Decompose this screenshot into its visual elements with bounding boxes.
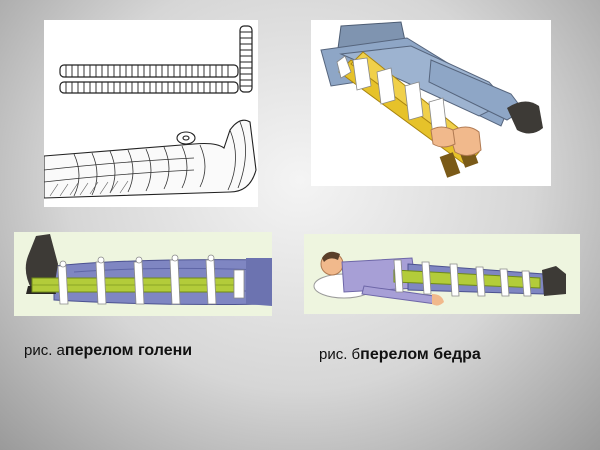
- figure-thigh-fracture-splint: [304, 234, 580, 314]
- caption-a-title: перелом голени: [64, 342, 193, 359]
- figure-shin-fracture-splint: [14, 232, 272, 316]
- shin-splint-illustration: [25, 234, 272, 306]
- caption-figure-a: рис. аперелом голени: [24, 342, 192, 360]
- caption-b-title: перелом бедра: [360, 346, 481, 363]
- caption-figure-b: рис. бперелом бедра: [319, 346, 481, 364]
- figure-ladder-splint-drawing: [44, 20, 258, 207]
- ladder-splint-drawing: [44, 25, 257, 199]
- figure-leg-wooden-boards: [311, 20, 551, 186]
- caption-b-prefix: рис. б: [319, 346, 361, 363]
- wooden-board-splint-illustration: [320, 21, 543, 178]
- caption-a-prefix: рис. а: [24, 342, 65, 359]
- thigh-splint-illustration: [313, 251, 566, 306]
